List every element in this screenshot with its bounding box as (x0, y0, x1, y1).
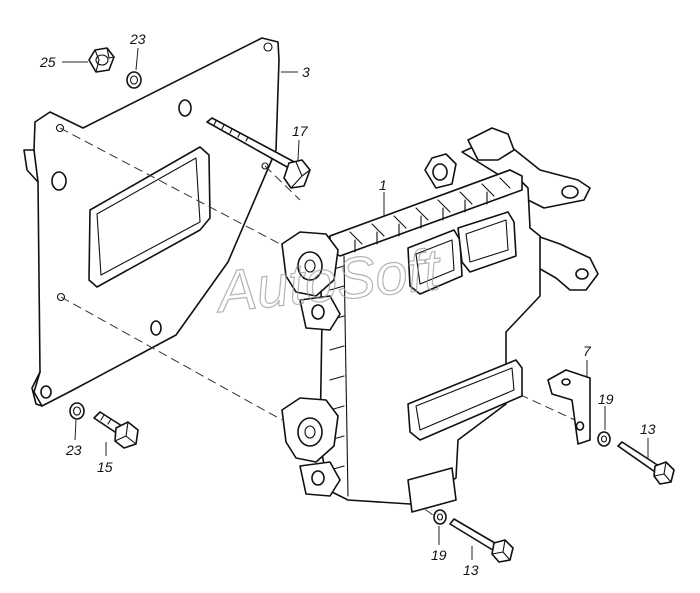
bracket-part-7 (547, 369, 591, 445)
rubber-mount-upper (281, 231, 341, 331)
bolt-part-17 (206, 117, 311, 189)
callout-15: 15 (97, 459, 113, 475)
washer-part-19-right (597, 431, 611, 447)
bolt-part-13-bottom (449, 518, 514, 563)
washer-part-23-top (126, 71, 142, 89)
callout-7: 7 (583, 343, 592, 359)
nut-part-25 (88, 47, 115, 73)
bolt-part-15 (93, 411, 139, 449)
rubber-mount-lower (281, 397, 341, 497)
callout-23-bottom: 23 (65, 442, 82, 458)
mounting-plate-part-3 (23, 37, 280, 407)
leader-lines (62, 47, 649, 560)
ecu-module-part-1 (319, 169, 541, 513)
callout-labels: 25 23 3 17 1 7 19 13 23 15 19 13 (39, 31, 656, 578)
callout-19-right: 19 (598, 391, 614, 407)
washer-part-19-bottom (433, 509, 447, 525)
callout-25: 25 (39, 54, 56, 70)
bolt-part-13-right (617, 441, 675, 485)
callout-13-bottom: 13 (463, 562, 479, 578)
callout-1: 1 (379, 177, 387, 193)
callout-3: 3 (302, 64, 310, 80)
washer-part-23-bottom (69, 402, 85, 420)
callout-19-bottom: 19 (431, 547, 447, 563)
callout-17: 17 (292, 123, 309, 139)
callout-13-right: 13 (640, 421, 656, 437)
callout-23-top: 23 (129, 31, 146, 47)
